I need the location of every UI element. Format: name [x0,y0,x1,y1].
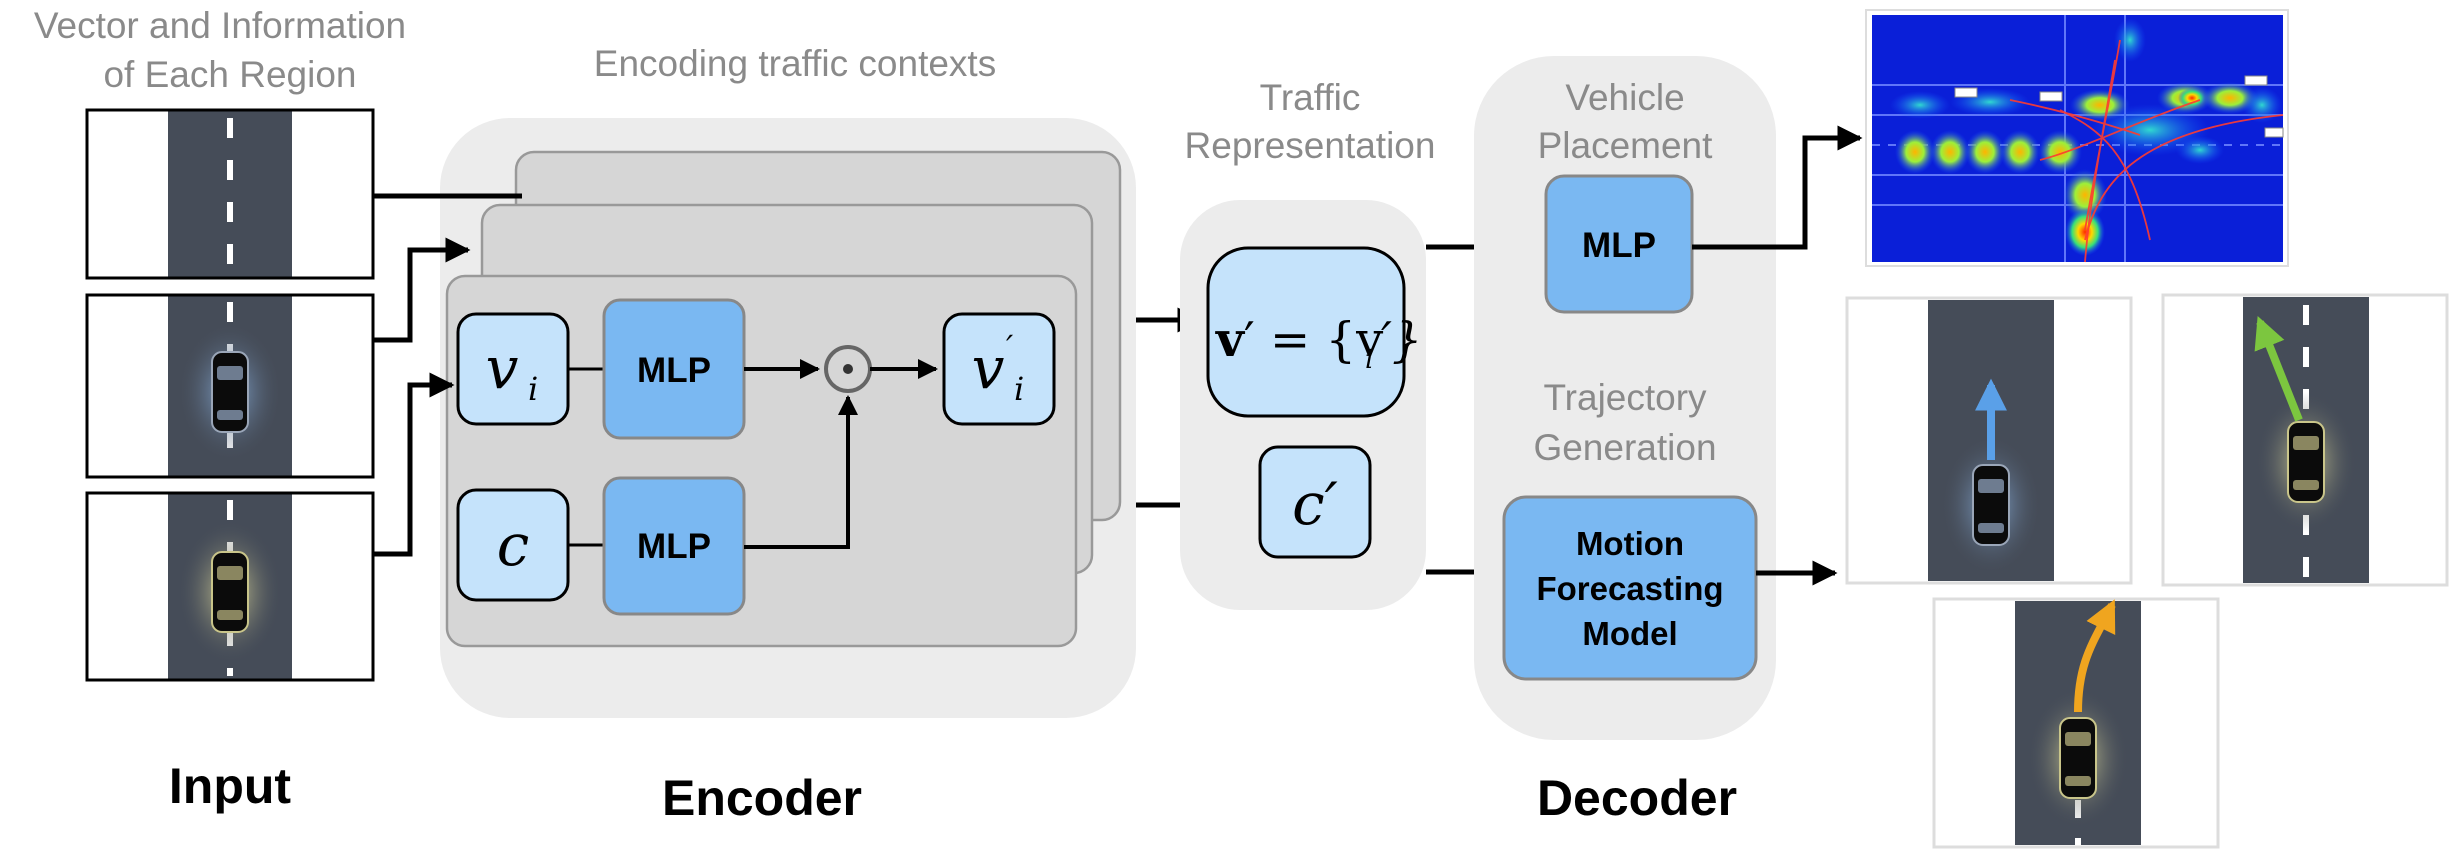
car-icon [2059,717,2097,799]
representation-title-line1: Traffic [1260,77,1361,118]
trajectory-arrow-orange [2074,599,2116,713]
hadamard-product-icon [824,345,872,393]
motion-forecasting-block: Motion Forecasting Model [1502,495,1758,681]
svg-text:v: v [972,334,1005,402]
svg-text:MLP: MLP [637,527,711,566]
placement-heatmap-image [1865,9,2289,267]
representation-title-line2: Representation [1185,125,1436,166]
trajectory-tile-green [2161,293,2449,587]
node-c: c [456,488,570,602]
car-icon [2287,421,2325,503]
svg-text:′}: ′} [1381,312,1422,368]
decoder-label: Decoder [1537,770,1737,826]
arrow-placement-to-heatmap [1692,125,1863,250]
trajectory-title-line1: Trajectory [1543,377,1707,418]
arrow-region3-to-encoder [373,372,455,557]
car-icon [211,351,249,433]
encoder-label: Encoder [662,770,862,826]
svg-text:v: v [486,334,519,402]
input-region-title-line1: Vector and Information [34,5,406,46]
node-v-i-prime: v ′ i [942,312,1056,426]
node-v-i: v i [456,312,570,426]
svg-text:Forecasting: Forecasting [1536,570,1723,607]
mlp-block-c: MLP [602,476,746,616]
arrow-mlp-c-to-hadamard [744,395,858,549]
trajectory-arrow-green [2254,316,2303,422]
svg-text:i: i [1365,345,1373,375]
input-label: Input [169,758,292,814]
node-c-prime: c′ [1258,445,1372,559]
car-icon [211,551,249,633]
svg-text:′: ′ [1006,328,1014,366]
input-region-tile-blue-car [85,293,375,479]
node-v-prime-set: v′ = {v ′} i [1206,246,1422,418]
arrow-region2-to-encoder [373,237,471,343]
svg-text:Model: Model [1582,615,1677,652]
placement-mlp-block: MLP [1544,174,1694,314]
svg-text:Motion: Motion [1576,525,1684,562]
svg-text:c′: c′ [1292,470,1338,538]
trajectory-tile-blue [1845,296,2133,585]
placement-title-line2: Placement [1538,125,1714,166]
svg-text:MLP: MLP [637,351,711,390]
placement-title-line1: Vehicle [1565,77,1684,118]
car-icon [1972,464,2010,546]
svg-text:i: i [528,370,538,408]
svg-text:c: c [497,511,529,579]
svg-text:i: i [1014,370,1024,408]
trajectory-title-line2: Generation [1533,427,1716,468]
svg-text:MLP: MLP [1582,226,1656,265]
input-region-title-line2: of Each Region [103,54,356,95]
input-region-tile-yellow-car [85,491,375,682]
mlp-block-v: MLP [602,298,746,440]
input-region-tile-empty [85,108,375,280]
encoder-title: Encoding traffic contexts [594,43,996,84]
trajectory-tile-orange [1932,597,2220,849]
svg-text:v′ = {v: v′ = {v [1215,312,1383,368]
